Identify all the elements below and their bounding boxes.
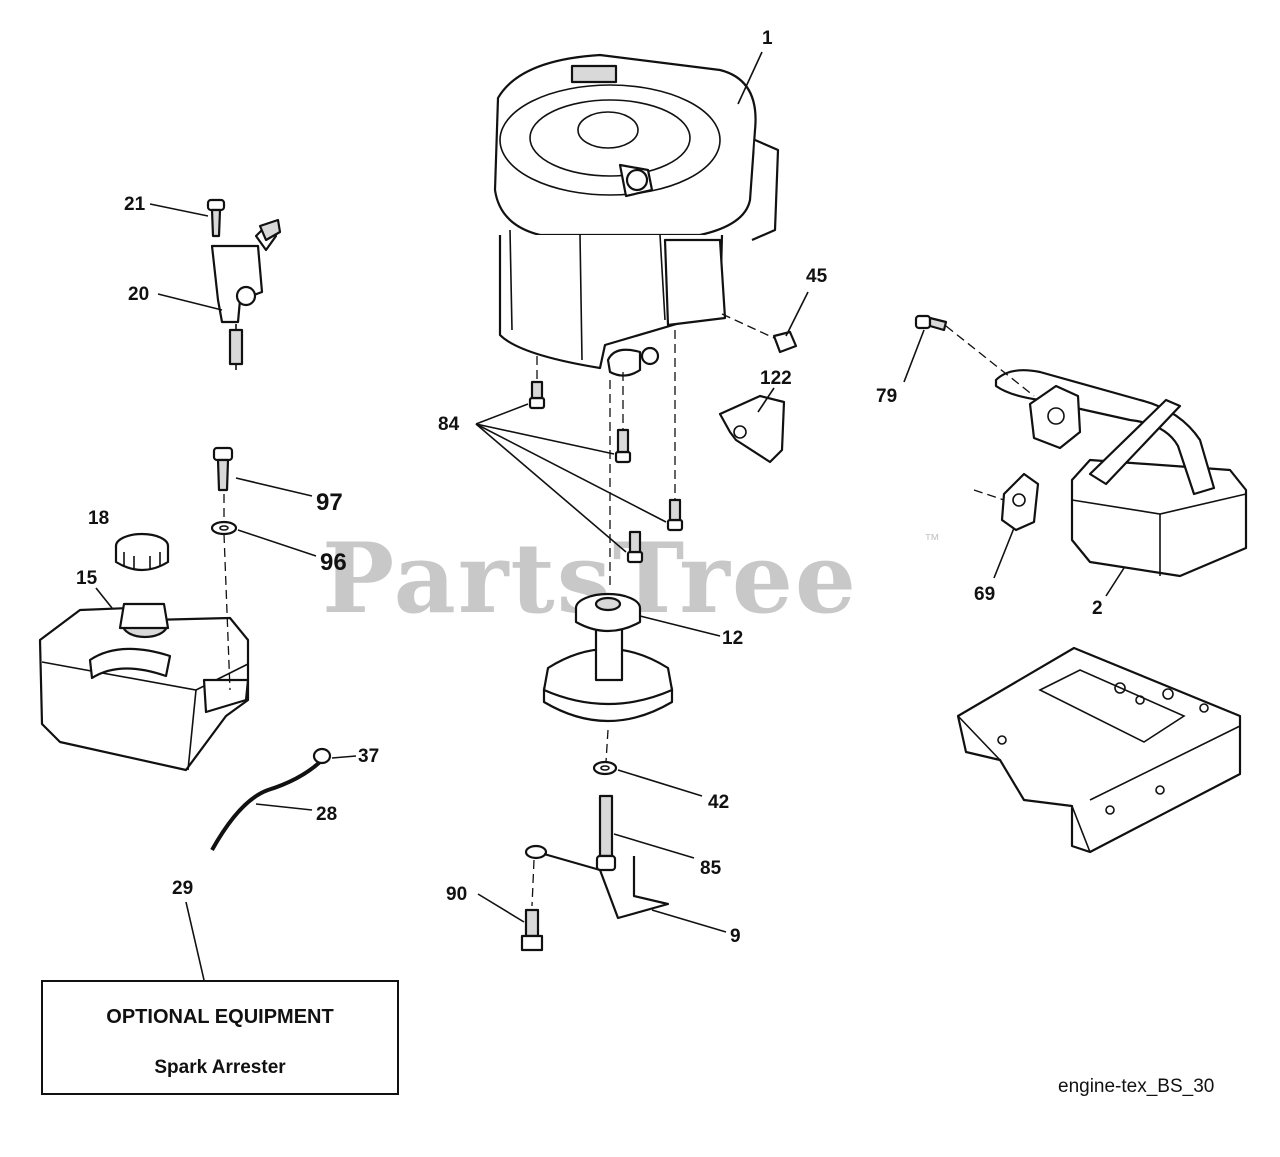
callout-42: 42 <box>708 792 729 813</box>
assembly-line <box>531 859 535 907</box>
callout-29: 29 <box>172 878 193 899</box>
callout-18: 18 <box>88 508 109 529</box>
bolt-part-84[interactable] <box>528 380 546 410</box>
washer-part-42[interactable] <box>592 760 618 776</box>
assembly-line <box>945 325 1035 397</box>
bolt-part-84[interactable] <box>614 428 632 464</box>
assembly-line <box>223 533 231 691</box>
clamp-part-37[interactable] <box>312 747 332 765</box>
optional-equipment-title: OPTIONAL EQUIPMENT <box>106 1006 334 1028</box>
callout-2: 2 <box>1092 598 1103 619</box>
callout-28: 28 <box>316 804 337 825</box>
fuel-cap-part-18[interactable] <box>114 532 170 572</box>
leader-lines <box>95 51 1125 981</box>
gasket-part-69[interactable] <box>1000 472 1040 532</box>
fuel-tank-part-15[interactable] <box>38 602 250 772</box>
gasket-part-69[interactable] <box>1028 384 1082 450</box>
optional-equipment-box: OPTIONAL EQUIPMENT Spark Arrester <box>41 980 399 1095</box>
callout-85: 85 <box>700 858 722 879</box>
callout-90: 90 <box>446 884 467 905</box>
callout-37: 37 <box>358 746 379 767</box>
bolt-part-84[interactable] <box>626 530 644 564</box>
bolt-part-97[interactable] <box>212 446 234 492</box>
screw-part-21[interactable] <box>206 198 226 238</box>
drawing-reference: engine-tex_BS_30 <box>1058 1076 1215 1097</box>
callout-96: 96 <box>320 549 347 576</box>
callout-45: 45 <box>806 266 828 287</box>
callout-1: 1 <box>762 28 773 49</box>
bolt-part-84[interactable] <box>666 498 684 532</box>
callout-79: 79 <box>876 386 897 407</box>
callout-12: 12 <box>722 628 743 649</box>
fuel-line-part-28[interactable] <box>210 760 322 851</box>
deflector-part-122[interactable] <box>718 394 786 464</box>
screw-part-79[interactable] <box>914 314 948 332</box>
assembly-line <box>721 313 775 339</box>
callout-20: 20 <box>128 284 149 305</box>
callout-84: 84 <box>438 414 460 435</box>
engine-part-1[interactable] <box>493 53 780 377</box>
watermark-trademark: ™ <box>924 532 940 549</box>
callout-69: 69 <box>974 584 995 605</box>
callout-21: 21 <box>124 194 146 215</box>
washer-part-96[interactable] <box>210 520 238 536</box>
callout-9: 9 <box>730 926 741 947</box>
callout-97: 97 <box>316 489 343 516</box>
callout-122: 122 <box>760 368 792 389</box>
rod-part-9[interactable] <box>524 844 670 920</box>
engine-mount-plate[interactable] <box>956 646 1242 854</box>
pulley-part-12[interactable] <box>542 592 674 723</box>
throttle-control-part-20[interactable] <box>210 218 282 370</box>
callout-15: 15 <box>76 568 98 589</box>
bolt-part-85[interactable] <box>595 794 617 872</box>
spark-arrester-label[interactable]: Spark Arrester <box>154 1057 286 1078</box>
assembly-line <box>973 489 1005 501</box>
nut-part-45[interactable] <box>772 330 798 354</box>
assembly-line <box>605 729 609 763</box>
bolt-part-90[interactable] <box>520 908 544 952</box>
